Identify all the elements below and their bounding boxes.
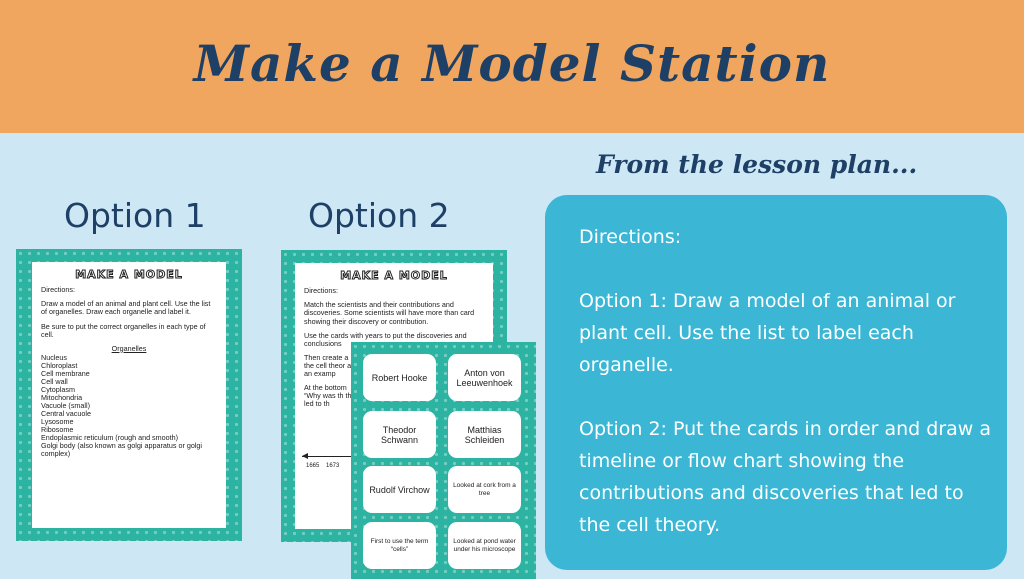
- organelles-heading: Organelles: [111, 343, 147, 353]
- panel-directions-heading: Directions:: [579, 226, 682, 248]
- option-1-label: Option 1: [64, 196, 206, 235]
- discovery-card: Looked at pond water under his microscop…: [448, 522, 521, 569]
- worksheet-paragraph: Draw a model of an animal and plant cell…: [41, 299, 211, 317]
- worksheet-title: MAKE A MODEL: [75, 268, 183, 282]
- organelle-item: Cell wall: [41, 376, 68, 386]
- organelle-item: Endoplasmic reticulum (rough and smooth): [41, 433, 179, 443]
- organelle-item: Vacuole (small): [41, 401, 90, 411]
- option-2-label: Option 2: [308, 196, 450, 235]
- scientist-card: Rudolf Virchow: [363, 466, 436, 513]
- worksheet-paragraph: Be sure to put the correct organelles in…: [41, 321, 206, 339]
- worksheet-directions-label: Directions:: [41, 285, 75, 295]
- title-banner: Make a Model Station: [0, 0, 1024, 133]
- scientist-card: Theodor Schwann: [363, 411, 436, 458]
- timeline-arrow-icon: [302, 453, 308, 459]
- option-1-worksheet-page: MAKE A MODEL Directions: Draw a model of…: [32, 262, 226, 528]
- timeline-year: 1673: [326, 463, 340, 469]
- panel-option-2-text: Option 2: Put the cards in order and dra…: [579, 418, 992, 536]
- scientist-cards-panel: Robert Hooke Anton von Leeuwenhoek Theod…: [351, 342, 536, 579]
- worksheet-directions-label: Directions:: [304, 286, 338, 296]
- worksheet-paragraph: At the bottom “Why was th that led to th: [304, 382, 358, 408]
- organelle-item: Nucleus: [41, 352, 67, 362]
- organelles-list: Nucleus Chloroplast Cell membrane Cell w…: [41, 352, 217, 459]
- lesson-plan-directions-panel: Directions: Option 1: Draw a model of an…: [545, 195, 1007, 570]
- scientist-card: Robert Hooke: [363, 354, 436, 401]
- organelle-item: Central vacuole: [41, 409, 91, 419]
- worksheet-paragraph: Then create a the cell theor as an examp: [304, 352, 355, 378]
- panel-option-1-text: Option 1: Draw a model of an animal or p…: [579, 290, 956, 376]
- worksheet-title: MAKE A MODEL: [340, 269, 448, 283]
- panel-text: Directions: Option 1: Draw a model of an…: [579, 221, 999, 573]
- timeline-line: [302, 456, 362, 457]
- organelle-item: Chloroplast: [41, 360, 78, 370]
- organelle-item: Mitochondria: [41, 393, 83, 402]
- discovery-card: Looked at cork from a tree: [448, 466, 521, 513]
- organelle-item: Cytoplasm: [41, 384, 75, 394]
- page-title: Make a Model Station: [193, 34, 831, 93]
- scientist-card: Matthias Schleiden: [448, 411, 521, 458]
- organelle-item: Lysosome: [41, 417, 74, 427]
- option-1-worksheet: MAKE A MODEL Directions: Draw a model of…: [16, 249, 242, 541]
- organelle-item: Cell membrane: [41, 368, 90, 378]
- organelle-item: Ribosome: [41, 425, 74, 435]
- discovery-card: First to use the term “cells”: [363, 522, 436, 569]
- scientist-card: Anton von Leeuwenhoek: [448, 354, 521, 401]
- timeline-year: 1665: [306, 463, 320, 469]
- worksheet-paragraph: Use the cards with years to put the disc…: [304, 330, 467, 348]
- worksheet-paragraph: Match the scientists and their contribut…: [304, 300, 475, 326]
- lesson-plan-subheading: From the lesson plan...: [596, 150, 918, 179]
- organelle-item: Golgi body (also known as golgi apparatu…: [41, 441, 203, 459]
